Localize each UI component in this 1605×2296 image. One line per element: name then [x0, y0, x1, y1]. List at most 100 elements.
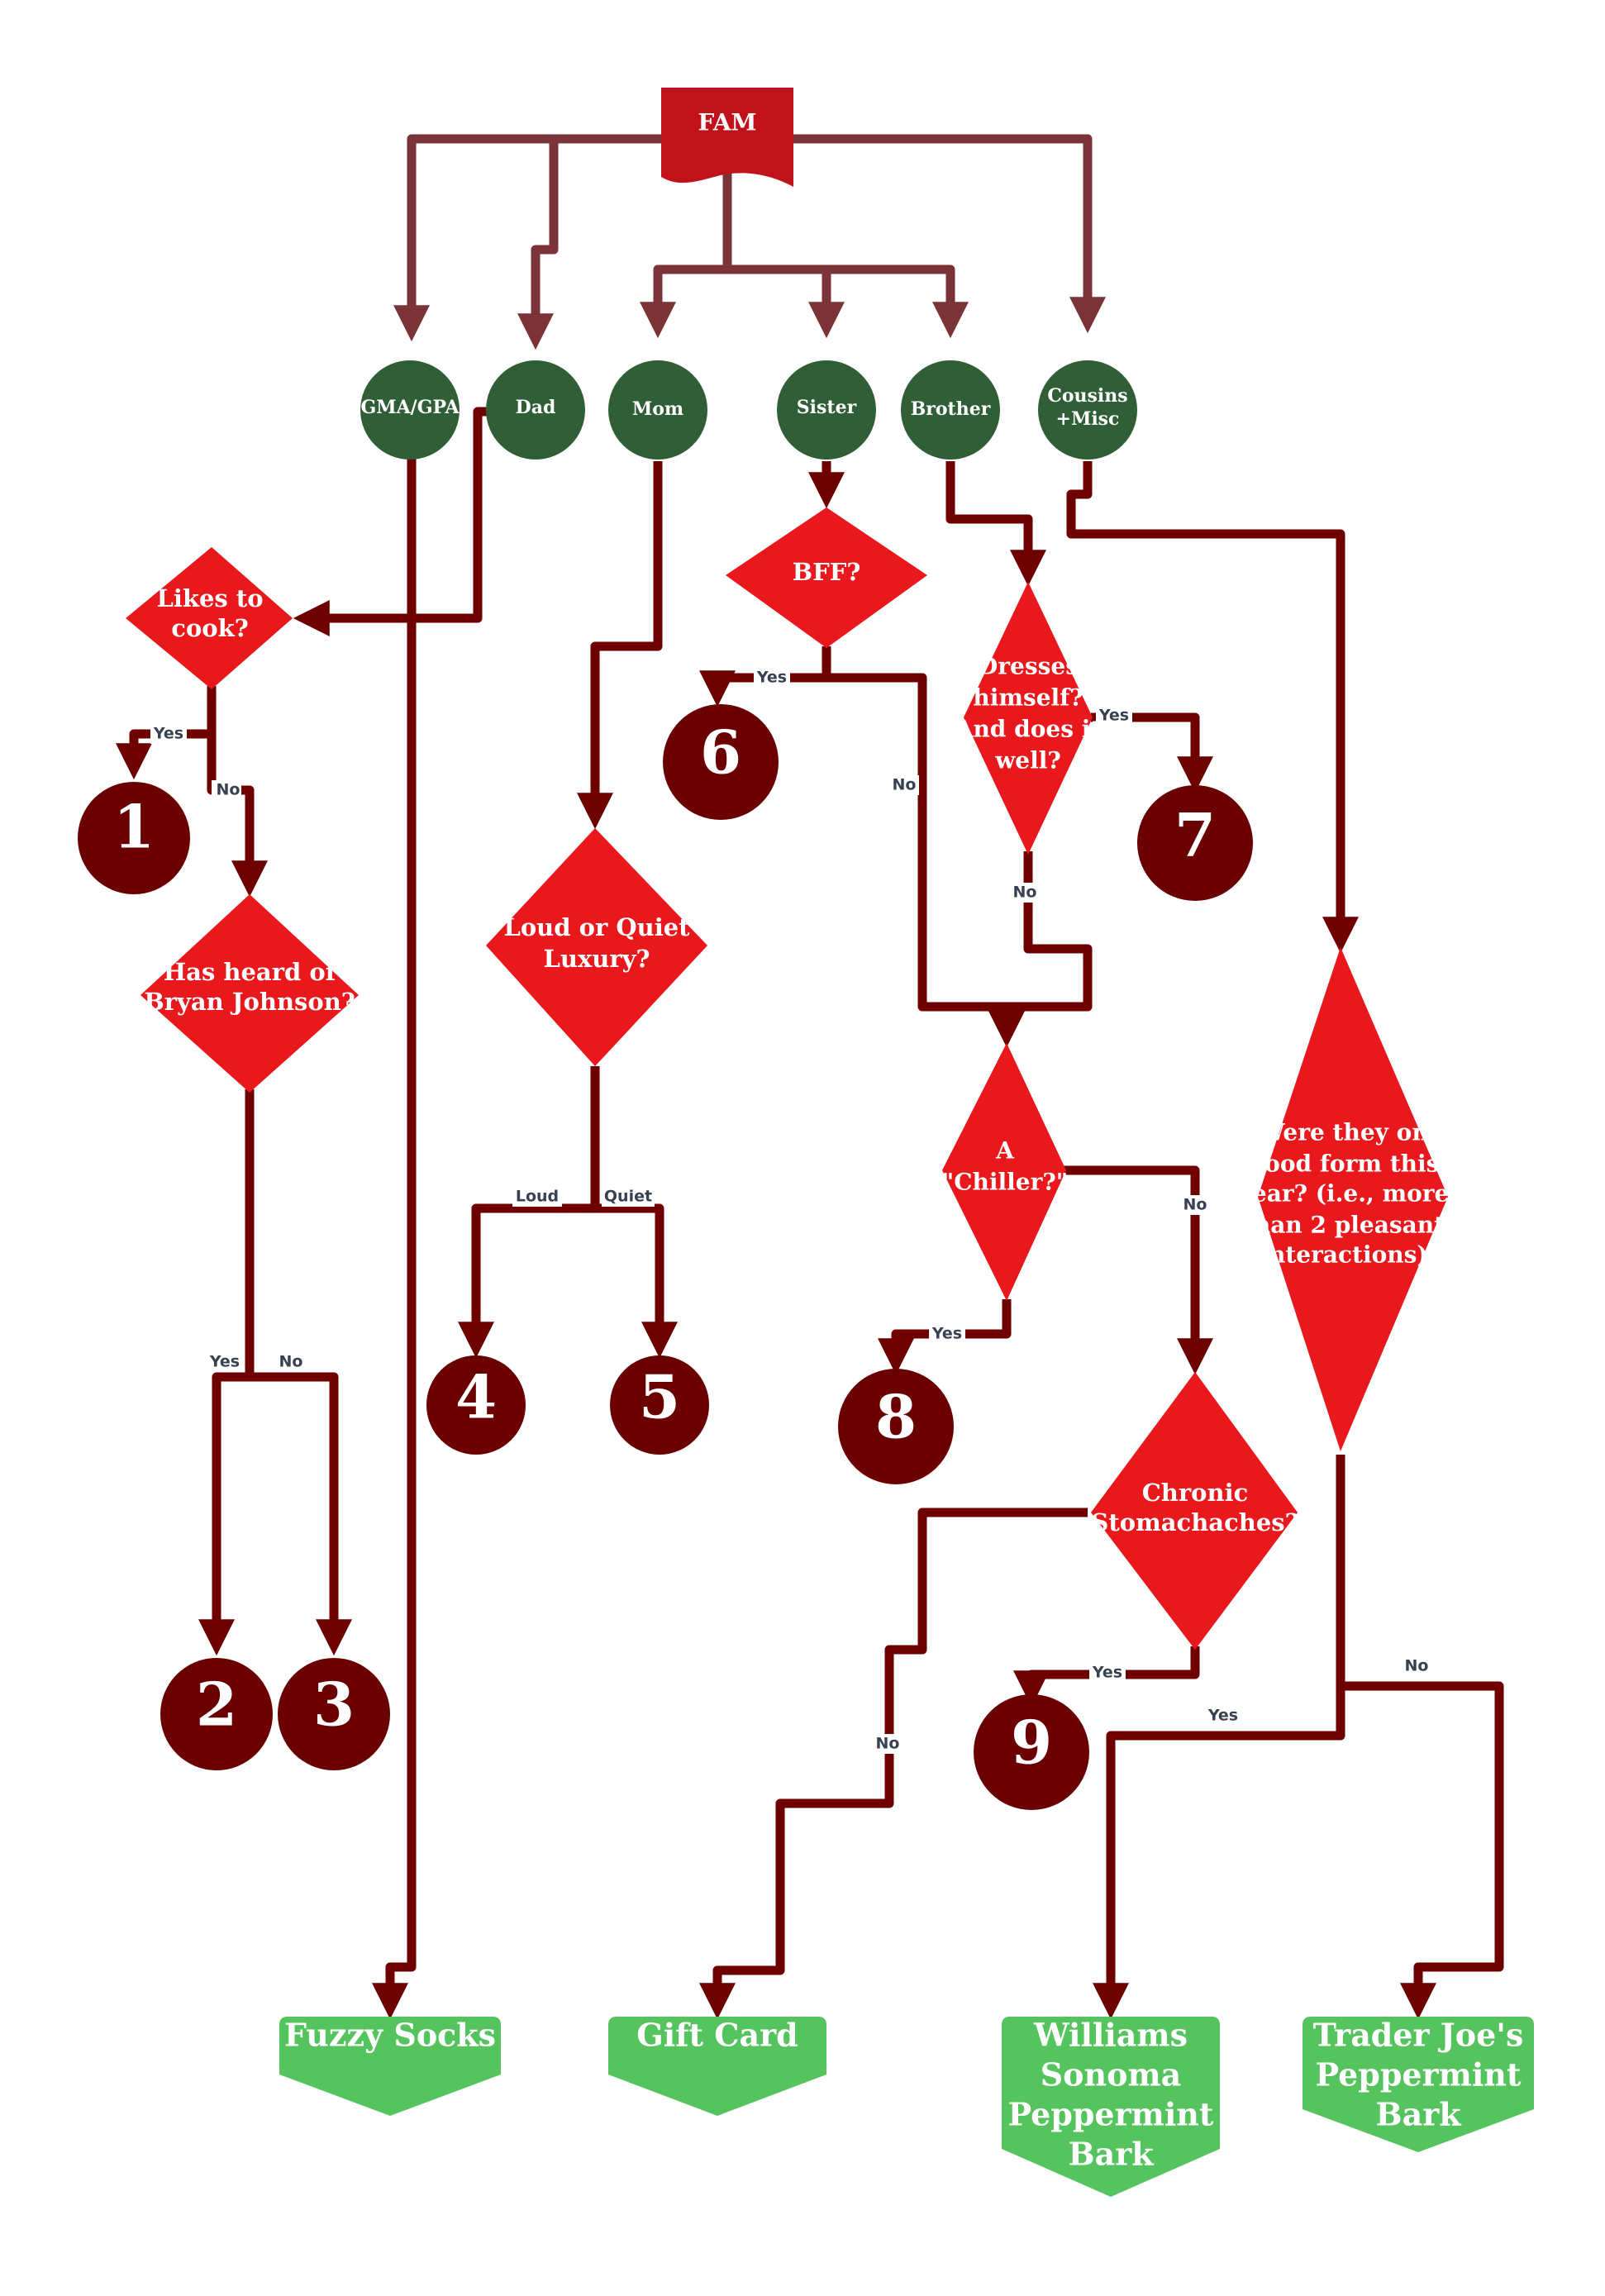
gift-fuzzy-socks: Fuzzy Socks	[279, 2017, 501, 2116]
outcome-4-label: 4	[455, 1362, 497, 1432]
outcome-2-label: 2	[196, 1670, 237, 1740]
edge-label-form-yes: Yes	[1207, 1707, 1238, 1725]
outcome-1: 1	[78, 782, 190, 894]
member-brother: Brother	[901, 360, 1000, 460]
edge-fam-mom	[640, 165, 732, 339]
gift-ws-line-3: Peppermint	[1008, 2096, 1214, 2133]
member-sister: Sister	[777, 360, 876, 460]
decision-dress-line-3: And does it	[955, 716, 1102, 743]
outcome-1-label: 1	[113, 792, 155, 862]
member-mom: Mom	[608, 360, 707, 460]
edge-dad-cook	[293, 407, 488, 636]
decision-cook-line-2: cook?	[171, 614, 248, 642]
gift-ws-line-4: Bark	[1068, 2136, 1154, 2173]
decision-loud-line-1: Loud or Quiet	[503, 913, 690, 941]
gift-gift-card: Gift Card	[608, 2017, 826, 2116]
root-node-fam: FAM	[661, 88, 793, 187]
edge-fam-dad	[517, 134, 661, 350]
decision-form-line-1: Were they on	[1258, 1119, 1428, 1146]
member-cousins-label-1: Cousins	[1047, 385, 1127, 407]
decision-chill-line-2: "Chiller?"	[942, 1169, 1069, 1196]
outcome-2: 2	[160, 1658, 273, 1770]
decision-bryan-line-1: Has heard of	[164, 958, 338, 986]
decision-loud-line-2: Luxury?	[544, 945, 650, 973]
gift-tj-line-2: Peppermint	[1316, 2056, 1522, 2094]
decision-stomachaches: Chronic Stomachaches?	[1091, 1372, 1299, 1650]
gift-tj-line-1: Trader Joe's	[1313, 2017, 1524, 2054]
decision-good-form: Were they on good form this year? (i.e.,…	[1238, 947, 1449, 1451]
decision-chiller: A "Chiller?"	[942, 1043, 1069, 1301]
member-cousins-label-2: +Misc	[1056, 408, 1120, 430]
edge-form-ws	[1093, 1455, 1345, 2020]
edge-cook-bryan	[207, 734, 268, 898]
gift-ws-line-2: Sonoma	[1041, 2056, 1182, 2094]
edge-label-dress-no: No	[1013, 884, 1037, 902]
decision-connectors	[116, 407, 1504, 2020]
edge-chill-stomach	[1063, 1165, 1213, 1375]
decision-bryan-line-2: Bryan Johnson?	[144, 988, 355, 1016]
edge-label-chill-yes: Yes	[931, 1325, 962, 1343]
root-label: FAM	[698, 109, 757, 136]
outcome-6: 6	[663, 704, 779, 820]
gift-williams-sonoma: Williams Sonoma Peppermint Bark	[1002, 2017, 1220, 2197]
decision-cook-line-1: Likes to	[156, 584, 263, 612]
member-nodes: GMA/GPA Dad Mom Sister Brother Cousins +…	[360, 360, 1137, 460]
edge-cousins-form	[1066, 461, 1359, 954]
gift-gift-card-label: Gift Card	[636, 2017, 798, 2054]
edge-label-loud: Loud	[516, 1188, 559, 1206]
outcome-7: 7	[1137, 785, 1253, 901]
outcome-3: 3	[278, 1658, 390, 1770]
edge-label-bryan-yes: Yes	[209, 1353, 240, 1371]
member-brother-label: Brother	[911, 398, 991, 420]
gift-nodes: Fuzzy Socks Gift Card Williams Sonoma Pe…	[279, 2017, 1534, 2197]
edge-labels: Yes No Yes No Loud Quiet Yes No Yes No N…	[150, 668, 1431, 1754]
edge-bff-chill	[826, 673, 1025, 1048]
edge-label-stomach-no: No	[876, 1735, 900, 1753]
edge-label-form-no: No	[1405, 1657, 1429, 1675]
edge-dress-7	[1091, 712, 1213, 793]
decision-form-line-2: good form this	[1249, 1150, 1440, 1178]
edge-form-tj	[1341, 1681, 1504, 2020]
member-gma-gpa-label: GMA/GPA	[360, 397, 460, 418]
outcome-7-label: 7	[1174, 800, 1216, 870]
member-dad: Dad	[486, 360, 585, 460]
decision-bff: BFF?	[726, 507, 927, 648]
decision-dress-line-1: Dresses	[978, 653, 1079, 680]
edge-dress-chill	[1007, 851, 1093, 1012]
edge-bryan-3	[250, 1372, 352, 1656]
outcome-9-label: 9	[1011, 1708, 1052, 1778]
member-sister-label: Sister	[797, 397, 857, 418]
edge-gma-socks	[372, 459, 417, 2020]
edge-fam-cousins	[793, 134, 1106, 334]
edge-stomach-gift	[699, 1508, 1088, 2020]
member-dad-label: Dad	[516, 397, 556, 418]
outcome-8: 8	[838, 1369, 954, 1484]
outcome-5-label: 5	[639, 1362, 680, 1432]
edge-label-bryan-no: No	[279, 1353, 303, 1371]
decision-form-line-4: than 2 pleasant	[1243, 1212, 1445, 1239]
decision-dresses-himself: Dresses himself? And does it well?	[955, 582, 1102, 855]
edge-loud-5	[595, 1203, 678, 1359]
edge-label-stomach-yes: Yes	[1092, 1664, 1122, 1682]
decision-likes-to-cook: Likes to cook?	[126, 547, 293, 689]
outcome-5: 5	[610, 1355, 709, 1455]
edge-label-chill-no: No	[1184, 1196, 1207, 1214]
decision-stomach-line-2: Stomachaches?	[1091, 1508, 1298, 1536]
edge-label-cook-no: No	[217, 781, 241, 799]
decision-dress-line-2: himself?	[973, 684, 1083, 712]
member-mom-label: Mom	[632, 398, 683, 420]
member-gma-gpa: GMA/GPA	[360, 360, 460, 460]
decision-nodes: Likes to cook? Has heard of Bryan Johnso…	[126, 507, 1449, 1650]
gift-fuzzy-socks-label: Fuzzy Socks	[284, 2017, 496, 2054]
edge-fam-sister	[727, 264, 845, 339]
decision-stomach-line-1: Chronic	[1142, 1479, 1249, 1507]
outcome-9: 9	[974, 1694, 1089, 1810]
gift-ws-line-1: Williams	[1033, 2017, 1188, 2054]
edge-mom-loud	[577, 461, 663, 830]
edge-label-bff-no: No	[893, 776, 917, 794]
gift-trader-joes: Trader Joe's Peppermint Bark	[1303, 2017, 1534, 2152]
decision-bff-label: BFF?	[793, 558, 861, 586]
edge-brother-dress	[945, 461, 1046, 587]
outcome-4: 4	[426, 1355, 526, 1455]
edge-label-bff-yes: Yes	[756, 669, 787, 687]
